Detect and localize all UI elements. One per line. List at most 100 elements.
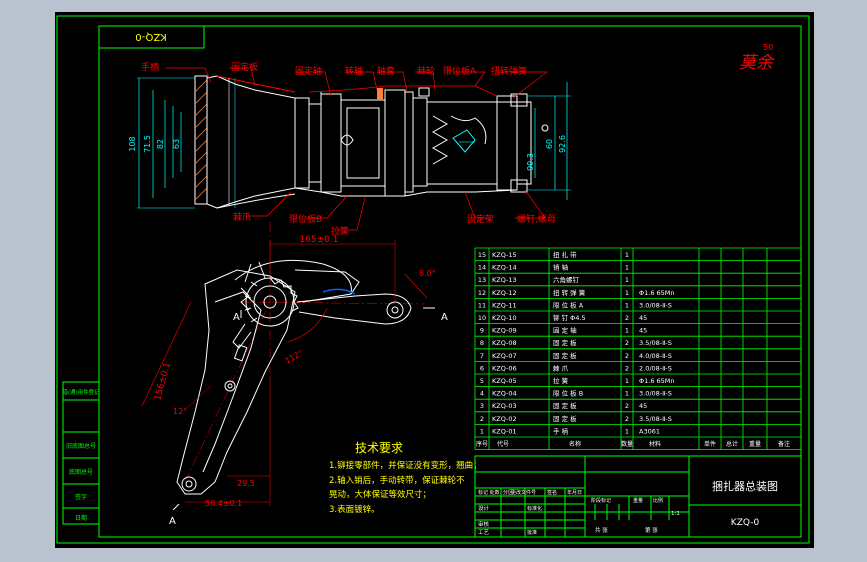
bom-row-qty: 1 (625, 276, 629, 284)
bom-row-qty: 2 (625, 314, 629, 322)
callout-pawl: 棘爪 (233, 212, 251, 223)
bom-row-qty: 2 (625, 352, 629, 360)
bom-row-code: KZQ-14 (492, 264, 517, 272)
callout-bushing: 轴套 (377, 65, 395, 77)
bom-row-no: 9 (480, 327, 484, 335)
dim-90-3: 90.3 (526, 153, 535, 171)
bom-row-qty: 1 (625, 390, 629, 398)
bom-row-no: 8 (480, 339, 484, 347)
callout-fixed-frame: 固定架 (467, 213, 494, 225)
bom-row-code: KZQ-04 (492, 390, 517, 398)
bom-row-material: 3.5/08-Ⅱ-S (639, 415, 672, 423)
rotated-drawing-number: KZQ-0 (135, 31, 167, 42)
approval-note: 莫余 (739, 53, 775, 73)
bom-header-cell: 重量 (749, 440, 761, 448)
bom-row-name: 铆 钉 Φ4.5 (553, 313, 586, 322)
bom-row-code: KZQ-09 (492, 327, 517, 335)
bom-row-no: 15 (478, 251, 486, 259)
dim-12-deg: 12° (173, 407, 187, 416)
bom-row-no: 11 (478, 301, 486, 309)
callout-limit-plate-a: 限位板A (443, 65, 477, 77)
technical-requirements: 技术要求 1.铆接零部件，并保证没有变形，翘曲； 2.轴入销后，手动转带，保证棘… (329, 441, 482, 515)
bom-row-name: 固 定 板 (553, 414, 577, 423)
dim-156: 156±0.1 (153, 361, 173, 401)
bom-row-name: 限 位 板 B (553, 389, 583, 398)
bom-row-code: KZQ-10 (492, 314, 517, 322)
sign-row-review: 审核 (478, 520, 490, 528)
stamp-sign: 签字 (75, 493, 87, 501)
bom-row-qty: 2 (625, 364, 629, 372)
dim-60: 60 (545, 139, 554, 149)
bom-row-name: 六角螺钉 (553, 275, 580, 284)
sheet-current: 第 张 (645, 526, 658, 534)
bom-row-code: KZQ-12 (492, 289, 517, 297)
dim-8-deg: 8.0° (419, 269, 436, 278)
bom-row-name: 销 轴 (553, 263, 569, 272)
stamp-old-base: 旧底图总号 (66, 442, 96, 450)
callout-fixed-shaft: 固定轴 (295, 65, 322, 77)
bom-row-no: 4 (480, 390, 484, 398)
bom-row-material: 2.0/08-Ⅱ-S (639, 364, 672, 372)
dim-165: 165±0.1 (299, 235, 338, 245)
drawing-sheet: KZQ-0 莫余 50 (55, 12, 814, 548)
bom-row-no: 1 (480, 427, 484, 435)
side-stamp: 借(通)用件登记 旧底图总号 底图总号 签字 日期 (62, 381, 100, 525)
bom-row-code: KZQ-13 (492, 276, 517, 284)
outer-frame (56, 15, 810, 544)
bom-row-qty: 1 (625, 264, 629, 272)
bom-header-cell: 单件 (704, 440, 716, 448)
bom-row-code: KZQ-03 (492, 402, 517, 410)
rotated-number-box: KZQ-0 (98, 25, 205, 49)
bom-row-material: 3.5/08-Ⅱ-S (639, 339, 672, 347)
bom-row-name: 手 柄 (553, 426, 569, 435)
dim-71-5: 71.5 (143, 135, 152, 153)
section-mark-a-bottom: A (169, 516, 176, 527)
bom-row-name: 固 定 板 (553, 351, 577, 360)
drawing-title: 捆扎器总装图 (712, 479, 778, 493)
bom-row-material: Φ1.6 65Mn (639, 289, 675, 297)
bom-row-qty: 1 (625, 301, 629, 309)
dim-92-6: 92.6 (558, 135, 567, 153)
sign-col-approve: 批准 (527, 529, 537, 536)
bom-header-cell: 总计 (726, 440, 738, 448)
bom-row-qty: 1 (625, 427, 629, 435)
dim-112-deg: 112° (284, 348, 305, 365)
bom-row-qty: 1 (625, 251, 629, 259)
bom-row-code: KZQ-01 (492, 427, 517, 435)
stamp-borrowed: 借(通)用件登记 (62, 388, 100, 396)
bom-row-code: KZQ-05 (492, 377, 517, 385)
bom-row-material: A3061 (639, 427, 660, 435)
bom-row-name: 拉 簧 (553, 376, 569, 385)
bom-row-qty: 2 (625, 402, 629, 410)
bom-row-name: 扭 转 弹 簧 (553, 288, 586, 297)
sign-row-process: 工艺 (478, 529, 490, 536)
dim-63: 63 (172, 139, 181, 149)
bom-row-code: KZQ-07 (492, 352, 517, 360)
bom-row-name: 固 定 轴 (553, 326, 577, 335)
bom-row-no: 13 (478, 276, 486, 284)
title-block: 标记 处数 分区 更改文件号 签名 年月日 设计 标准化 审核 工艺 批准 阶段… (474, 455, 802, 538)
bom-row-material: 4.0/08-Ⅱ-S (639, 352, 672, 360)
callout-tension-spring: 拉簧 (331, 225, 349, 237)
bom-row-qty: 2 (625, 339, 629, 347)
dim-56-4: 56.4±0.1 (205, 499, 242, 508)
requirement-line-3: 晃动，大体保证等效尺寸； (329, 489, 431, 500)
bom-row-no: 6 (480, 364, 484, 372)
scale-label: 比例 (653, 497, 663, 504)
callout-torsion-spring: 扭转弹簧 (491, 65, 527, 77)
stamp-date: 日期 (75, 514, 87, 522)
dim-29-5: 29.5 (237, 479, 255, 488)
bom-row-no: 2 (480, 415, 484, 423)
bom-row-no: 5 (480, 377, 484, 385)
section-mark-a-top: A (233, 312, 240, 323)
dim-82: 82 (156, 139, 165, 149)
bom-row-no: 7 (480, 352, 484, 360)
bom-header-cell: 材料 (649, 440, 661, 448)
drawing-number: KZQ-0 (731, 518, 760, 528)
bom-row-code: KZQ-02 (492, 415, 517, 423)
approval-number: 50 (763, 43, 773, 52)
requirement-line-2: 2.轴入销后，手动转带，保证棘轮不 (329, 475, 465, 486)
bom-row-code: KZQ-15 (492, 251, 517, 259)
